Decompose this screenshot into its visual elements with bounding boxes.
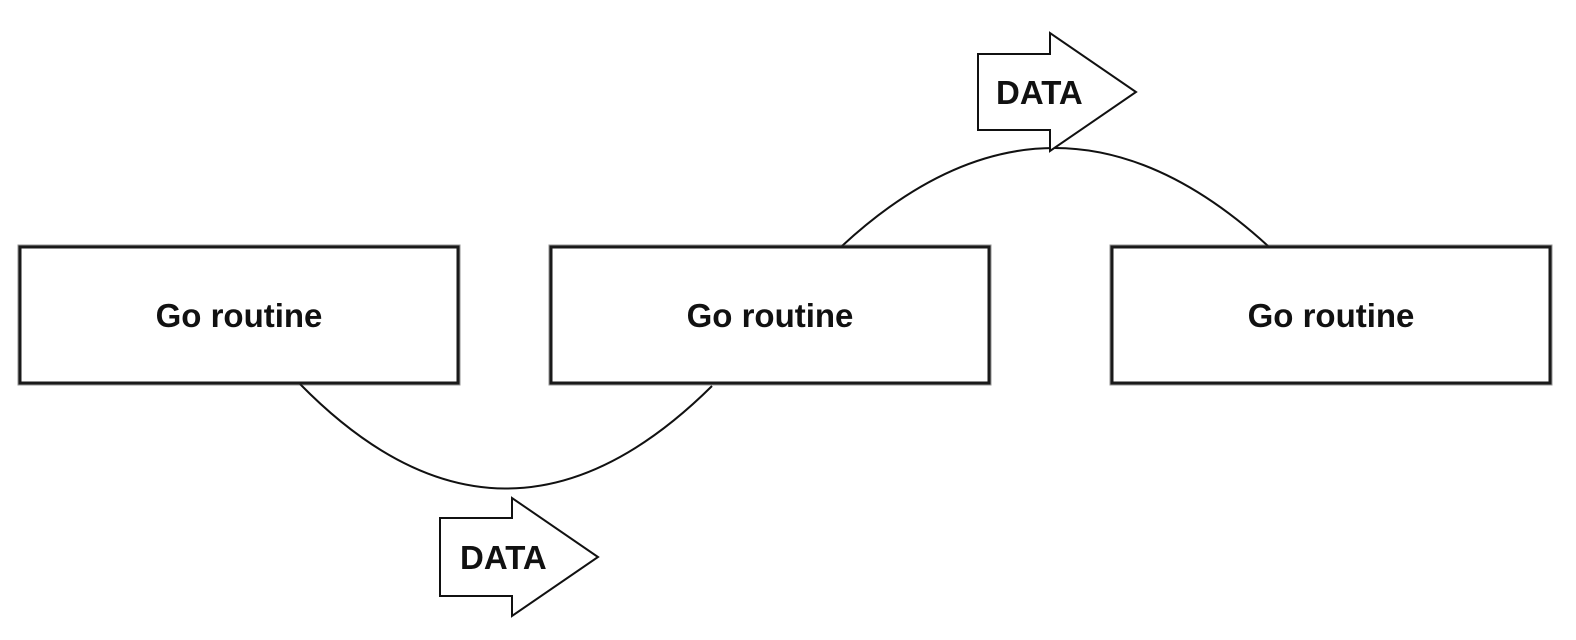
connector-curve-1-2 (299, 383, 713, 490)
goroutine-box-2: Go routine (548, 244, 992, 386)
data-arrow-top-shape (977, 31, 1138, 153)
goroutine-box-1-label: Go routine (156, 297, 323, 334)
data-arrow-bottom-label: DATA (460, 539, 547, 576)
data-arrow-bottom: DATA (439, 496, 600, 618)
data-arrow-top-label: DATA (996, 74, 1083, 111)
connector-curve-2-3 (841, 147, 1269, 247)
data-arrow-top: DATA (977, 31, 1138, 153)
data-arrow-bottom-shape (439, 496, 600, 618)
goroutine-box-1: Go routine (17, 244, 461, 386)
goroutine-box-2-label: Go routine (687, 297, 854, 334)
goroutine-box-3-label: Go routine (1248, 297, 1415, 334)
goroutine-box-3: Go routine (1109, 244, 1553, 386)
